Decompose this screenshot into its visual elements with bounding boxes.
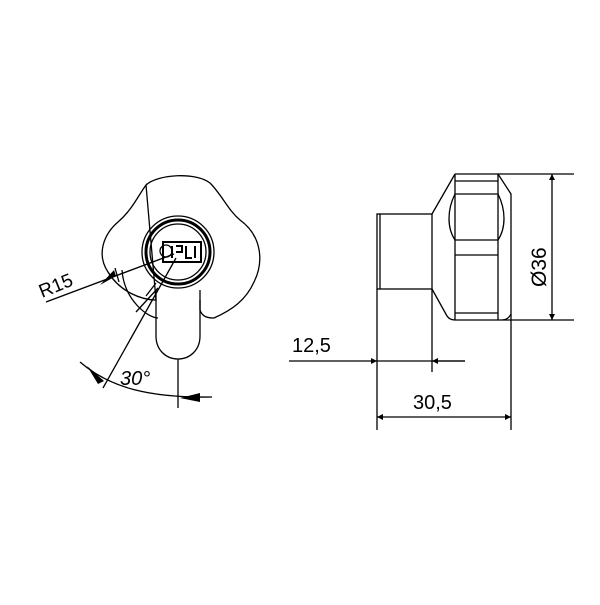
- logo-mark: [171, 245, 196, 259]
- radius-arrow: [100, 270, 116, 285]
- logo-box: [162, 241, 202, 263]
- hex-body: [455, 173, 512, 321]
- cylinder-ring-inner: [149, 223, 207, 281]
- cylinder-hatch: [135, 282, 159, 313]
- knob-outline: [101, 175, 261, 319]
- taper: [431, 173, 456, 321]
- cylinder-ring-mid: [144, 218, 212, 286]
- stub-length-label: 12,5: [292, 335, 331, 357]
- angle-arrow-left: [87, 366, 104, 384]
- stub: [376, 213, 433, 290]
- cylinder-ring-outer: [141, 215, 215, 289]
- radius-tick: [114, 267, 120, 283]
- lever-blade: [155, 290, 201, 360]
- angle-arrow-right: [180, 393, 200, 402]
- inner-arc: [121, 269, 159, 319]
- angle-leader-line: [102, 257, 177, 389]
- side-view: [376, 173, 574, 430]
- angle-label: 30°: [120, 368, 150, 390]
- total-length-label: 30,5: [413, 392, 452, 414]
- diameter-label: Ø36: [528, 247, 551, 287]
- front-view: [45, 175, 261, 408]
